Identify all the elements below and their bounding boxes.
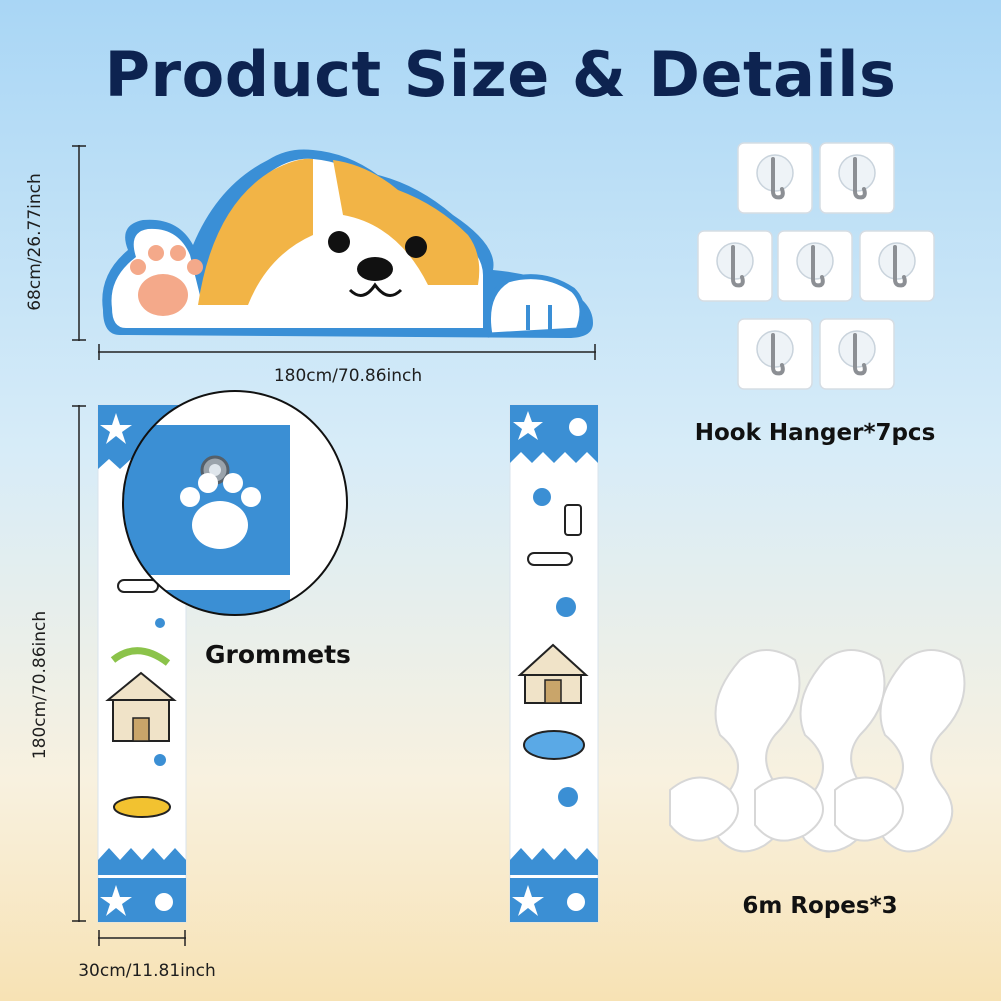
sign-height-label: 68cm/26.77inch bbox=[25, 173, 45, 311]
dog-sign-illustration bbox=[102, 149, 594, 338]
ropes-label: 6m Ropes*3 bbox=[742, 893, 898, 919]
page-title: Product Size & Details bbox=[104, 38, 897, 111]
ribbon-ropes-illustration bbox=[669, 649, 966, 853]
sign-height-dimension bbox=[72, 145, 86, 341]
sign-width-label: 180cm/70.86inch bbox=[273, 366, 423, 386]
hook-hanger-label: Hook Hanger*7pcs bbox=[694, 420, 936, 446]
banner-height-dimension bbox=[72, 405, 86, 922]
banner-width-label: 30cm/11.81inch bbox=[78, 961, 216, 981]
grommet-closeup-magnifier bbox=[122, 390, 348, 616]
grommets-label: Grommets bbox=[205, 640, 351, 669]
right-door-banner bbox=[509, 404, 599, 923]
banner-width-dimension bbox=[98, 930, 186, 946]
sign-width-dimension bbox=[98, 344, 596, 360]
hook-hanger-set bbox=[696, 141, 936, 391]
banner-height-label: 180cm/70.86inch bbox=[30, 610, 50, 760]
